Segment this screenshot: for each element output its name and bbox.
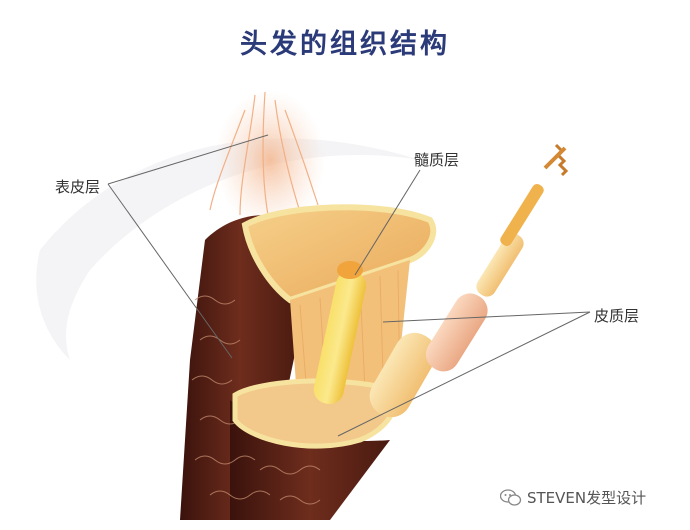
label-medulla: 髓质层 [414, 151, 460, 169]
wechat-icon [500, 488, 522, 506]
medulla-core [313, 270, 366, 405]
medulla-core-top [337, 261, 363, 279]
label-cortex: 皮质层 [594, 307, 640, 325]
label-cuticle: 表皮层 [55, 178, 101, 196]
leader-lines [107, 134, 591, 437]
watermark-text: STEVEN发型设计 [527, 489, 647, 507]
hair-wisp [209, 90, 325, 230]
page-title: 头发的组织结构 [240, 29, 450, 60]
watermark: STEVEN发型设计 [500, 487, 646, 508]
cross-section-bottom [232, 378, 399, 449]
cross-section-top [241, 204, 437, 304]
cuticle-scales [191, 295, 321, 505]
cortex-fiber-bundle [369, 143, 569, 418]
background-swoosh [36, 138, 420, 360]
